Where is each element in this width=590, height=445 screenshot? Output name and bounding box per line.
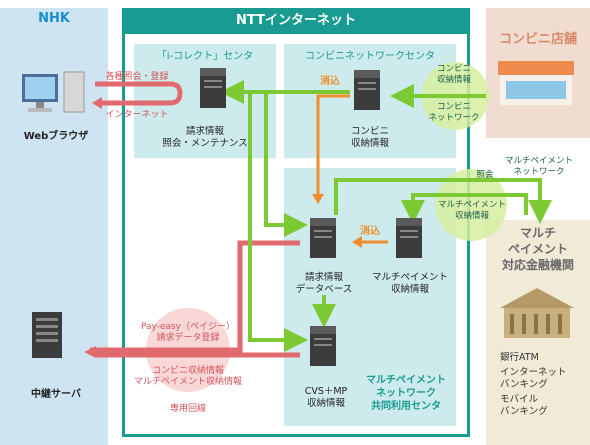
db-server-icon xyxy=(310,218,336,258)
inquiry-label: 照会 xyxy=(476,170,494,180)
icollect-to-db-arrow xyxy=(264,92,308,237)
store-icon xyxy=(498,61,574,105)
db-to-relay-arrow xyxy=(90,240,300,353)
mp-center-title: マルチペイメント ネットワーク 共同利用センタ xyxy=(366,375,446,412)
i-collect-title: 「i-コレクト」センタ xyxy=(156,51,254,62)
conv-erase-head xyxy=(312,194,324,204)
mp-center-panel xyxy=(284,168,456,426)
mp-erase-head xyxy=(352,236,362,248)
conv-center-title: コンビニネットワークセンタ xyxy=(305,51,435,62)
conv-server-label: コンビニ 収納情報 xyxy=(350,126,389,149)
relay-info-label: コンビニ収納情報 マルチペイメント収納情報 xyxy=(133,366,242,387)
relay-server-icon xyxy=(32,312,62,358)
cvs-server-icon xyxy=(310,326,336,366)
mp-network-circle xyxy=(435,169,507,241)
internet-label: インターネット xyxy=(105,110,169,120)
icollect-server-icon xyxy=(200,68,226,108)
bank-channels: 銀行ATM インターネット バンキング モバイル バンキング xyxy=(500,352,588,421)
inquiry-arrow xyxy=(334,178,552,224)
payeasy-label: Pay-easy（ペイジー） 請求データ登録 xyxy=(140,322,236,343)
icollect-to-cvs-arrow xyxy=(248,92,308,352)
icollect-server-label: 請求情報 照会・メンテナンス xyxy=(162,126,248,149)
cvs-label: CVS＋MP 収納情報 xyxy=(304,386,348,409)
channel-mobile-banking: モバイル バンキング xyxy=(500,394,548,417)
bank-title: マルチ ペイメント 対応金融機関 xyxy=(501,226,574,272)
mp-server-icon xyxy=(396,218,422,258)
browser-label: Webブラウザ xyxy=(23,131,89,142)
mp-info-arrow xyxy=(401,193,528,224)
browser-loop-arrow xyxy=(95,81,183,106)
nhk-title: NHK xyxy=(38,11,70,26)
browser-arrow-head xyxy=(92,97,102,109)
mp-erase-label: 消込 xyxy=(360,226,380,237)
ntt-title: NTTインターネット xyxy=(122,8,470,34)
browser-query-label: 各種照会・登録 xyxy=(105,72,169,82)
mp-server-label: マルチペイメント 収納情報 xyxy=(371,272,448,295)
mp-info-label: マルチペイメント 収納情報 xyxy=(437,200,506,221)
channel-internet-banking: インターネット バンキング xyxy=(500,367,567,390)
conv-server-icon xyxy=(354,70,380,110)
channel-atm: 銀行ATM xyxy=(500,352,539,363)
dedicated-line-label: 専用回線 xyxy=(169,404,206,414)
conv-info-label: コンビニ 収納情報 xyxy=(436,64,471,85)
db-label: 請求情報 データベース xyxy=(295,272,353,295)
conv-erase-label: 消込 xyxy=(320,76,340,87)
pc-icon xyxy=(22,71,85,113)
bank-building-icon xyxy=(500,288,574,338)
conv-erase-arrow xyxy=(316,94,350,196)
relay-label: 中継サーバ xyxy=(31,389,81,400)
mp-network-label: マルチペイメント ネットワーク xyxy=(504,156,573,177)
relay-arrow-head xyxy=(84,346,96,358)
conv-network-label: コンビニ ネットワーク xyxy=(428,102,480,123)
store-title: コンビニ店舗 xyxy=(498,32,577,47)
